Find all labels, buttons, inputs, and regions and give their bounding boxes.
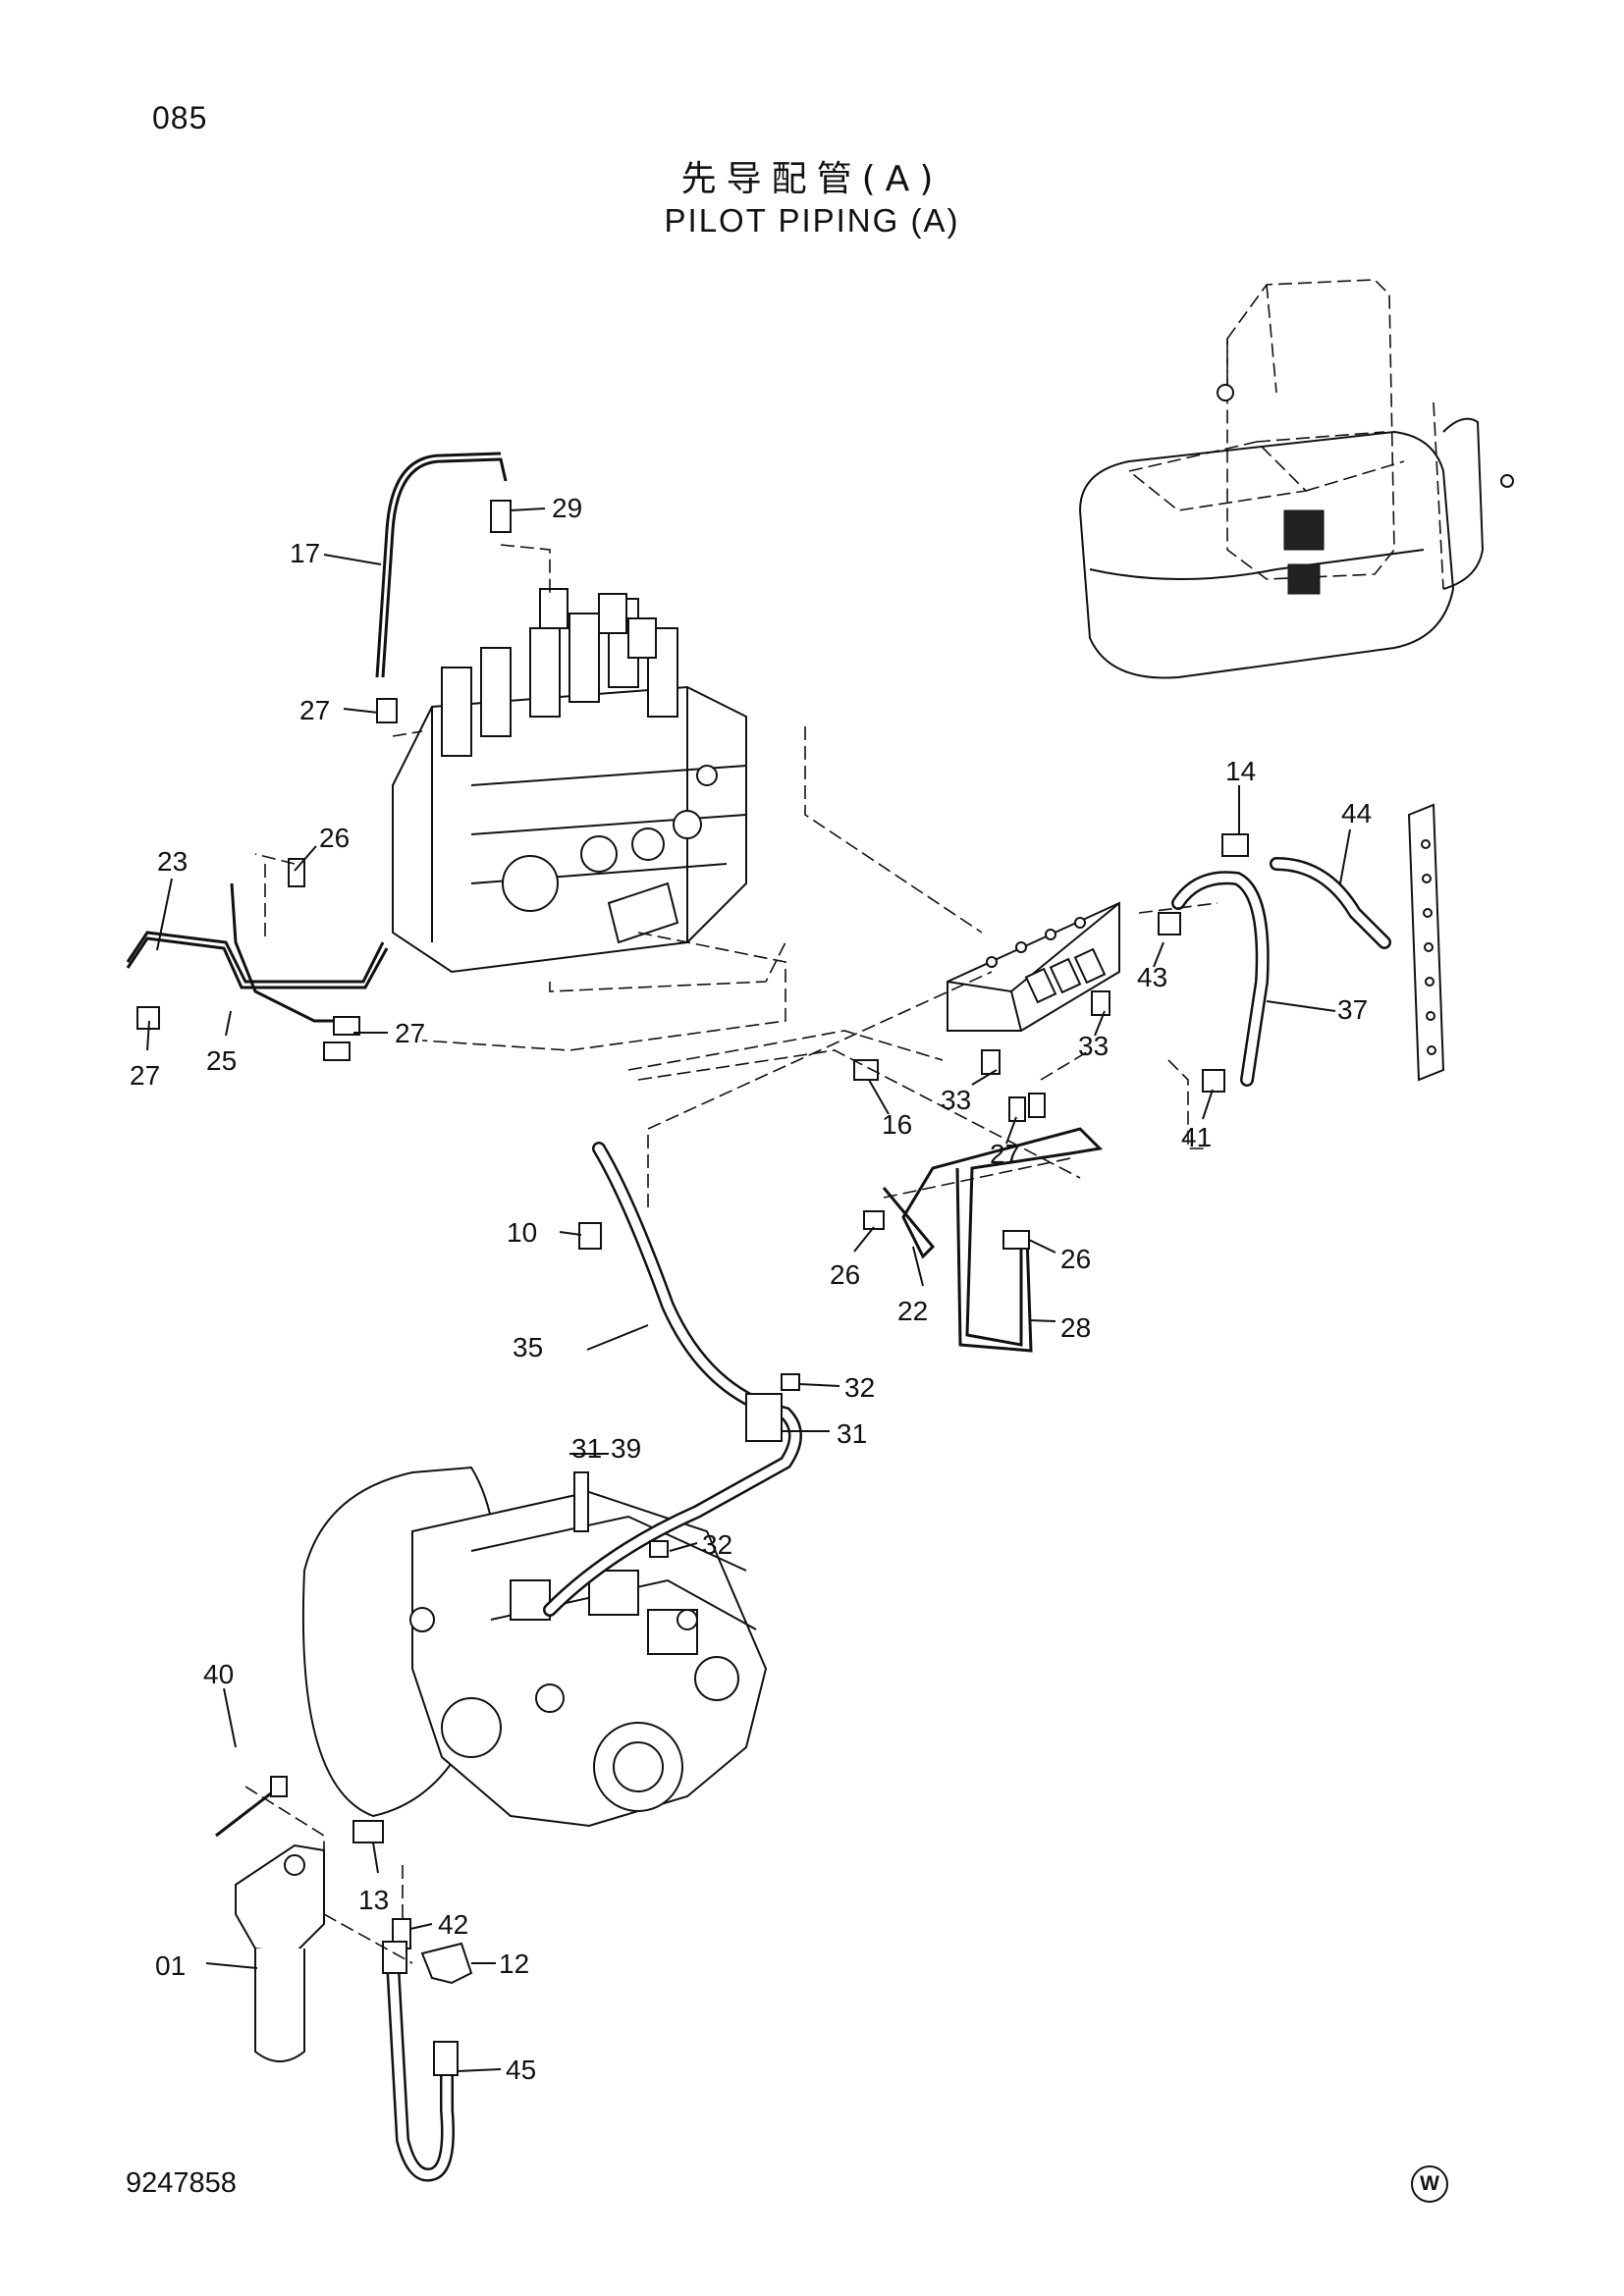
callout-16: 16 — [882, 1109, 912, 1140]
callout-26-right: 26 — [1060, 1244, 1091, 1274]
title-english: PILOT PIPING (A) — [664, 202, 960, 239]
hose-bracket-strip — [1407, 803, 1445, 1082]
callout-22: 22 — [897, 1296, 928, 1326]
callout-33-right: 33 — [1078, 1031, 1109, 1061]
callout-27-manifold: 27 — [990, 1139, 1020, 1169]
revision-mark: W — [1411, 2165, 1448, 2203]
callout-25: 25 — [206, 1045, 237, 1076]
callout-37: 37 — [1337, 994, 1368, 1025]
callout-12: 12 — [499, 1949, 529, 1979]
pilot-filter — [235, 1843, 325, 2062]
callout-32-upper: 32 — [844, 1372, 875, 1403]
callout-28: 28 — [1060, 1312, 1091, 1343]
callout-27-left: 27 — [130, 1060, 160, 1091]
callout-41: 41 — [1181, 1122, 1212, 1152]
callout-27-lower: 27 — [395, 1018, 425, 1048]
callout-35: 35 — [513, 1332, 543, 1362]
callout-42: 42 — [438, 1909, 468, 1940]
callout-labels: 29 17 27 26 23 27 25 27 14 44 43 37 33 3… — [130, 493, 1372, 2085]
callout-39: 39 — [611, 1433, 641, 1464]
callout-40: 40 — [203, 1659, 234, 1689]
callout-14: 14 — [1225, 756, 1256, 786]
page-code: 085 — [152, 100, 208, 135]
drawing-number: 9247858 — [126, 2167, 237, 2199]
control-valve — [392, 588, 747, 974]
leader-lines — [146, 507, 1351, 2072]
machine-location-inset — [1078, 279, 1514, 679]
callout-29: 29 — [552, 493, 582, 523]
callout-43: 43 — [1137, 962, 1167, 992]
hydraulic-pump — [301, 1466, 768, 1828]
title-chinese: 先导配管(A) — [680, 159, 944, 199]
callout-23: 23 — [157, 846, 188, 877]
pilot-manifold — [947, 901, 1120, 1032]
callout-31: 31 — [837, 1418, 867, 1449]
callout-45: 45 — [506, 2055, 536, 2085]
callout-33-left: 33 — [941, 1085, 971, 1115]
callout-32-lower: 32 — [702, 1529, 732, 1560]
callout-26-pipe: 26 — [830, 1259, 860, 1290]
callout-26-valve: 26 — [319, 823, 350, 853]
callout-01: 01 — [155, 1950, 186, 1981]
callout-44: 44 — [1341, 798, 1372, 828]
callout-13: 13 — [358, 1885, 389, 1915]
callout-17: 17 — [290, 538, 320, 568]
reference-lines — [244, 544, 1218, 1964]
callout-27-valve: 27 — [299, 695, 330, 725]
piping-lines — [126, 452, 1391, 2182]
callout-10: 10 — [507, 1217, 537, 1248]
callout-31-struck: 31 — [571, 1433, 602, 1464]
